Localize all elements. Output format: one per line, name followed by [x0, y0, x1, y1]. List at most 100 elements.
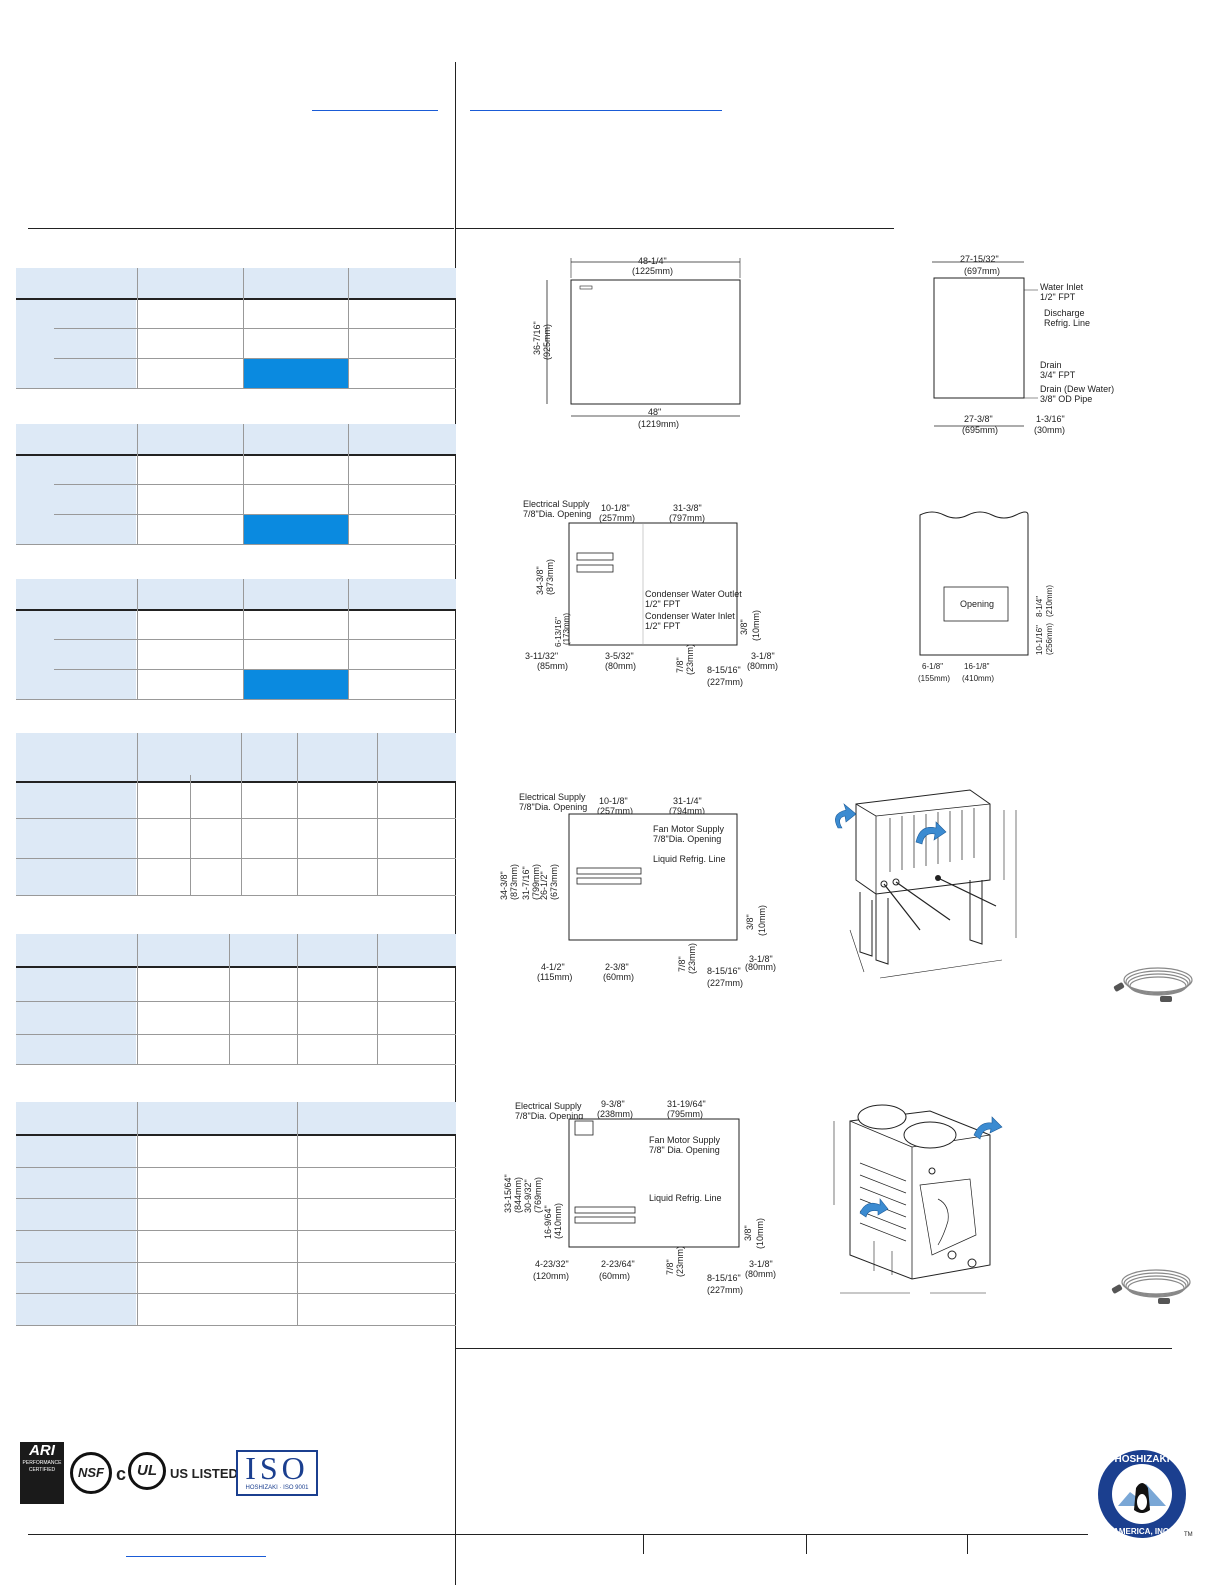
remote1-d2: 31-1/4" — [673, 796, 702, 806]
remote2-fan-opening: 7/8" Dia. Opening — [649, 1145, 720, 1155]
water-h1-mm: (873mm) — [545, 559, 555, 595]
col-rule — [137, 733, 138, 895]
water-outlet-size: 1/2" FPT — [645, 599, 681, 609]
remote2-h2: 30-9/32" — [523, 1179, 533, 1213]
seal-hoshizaki-text: HOSHIZAKI — [1115, 1454, 1170, 1465]
link-underline-right[interactable] — [470, 110, 722, 111]
col-rule — [348, 268, 349, 388]
opening-h2-mm: (256mm) — [1045, 623, 1054, 655]
water-d1-mm: (257mm) — [599, 513, 635, 523]
highlight-cell — [244, 670, 348, 699]
row-label — [16, 783, 136, 895]
row-rule — [54, 639, 456, 640]
water-h2: 6-13/16" — [554, 617, 563, 647]
row-group-label — [16, 611, 54, 699]
link-underline-left[interactable] — [312, 110, 438, 111]
remote2-d1: 9-3/8" — [601, 1099, 625, 1109]
remote2-h2-mm: (769mm) — [533, 1177, 543, 1213]
side-label-dew-drain: Drain (Dew Water) — [1040, 384, 1114, 394]
opening-h2: 10-1/16" — [1035, 625, 1044, 655]
row-label — [54, 456, 136, 544]
remote-condenser-iso-2 — [833, 1104, 1003, 1294]
col-rule — [137, 934, 138, 1064]
side-view-drawing: 27-15/32" (697mm) Water Inlet 1/2" FPT D… — [932, 254, 1114, 435]
col-rule — [243, 579, 244, 699]
water-b2-mm: (80mm) — [605, 661, 636, 671]
col-rule — [297, 1102, 298, 1325]
row-rule — [54, 669, 456, 670]
side-width-bottom: 27-3/8" — [964, 414, 993, 424]
left-header-rule — [28, 228, 454, 229]
side-offset-mm: (30mm) — [1034, 425, 1065, 435]
remote2-b1-mm: (120mm) — [533, 1271, 569, 1281]
col-rule — [377, 733, 378, 895]
row-rule — [16, 1262, 456, 1263]
row-label — [54, 611, 136, 699]
remote1-liq-label: Liquid Refrig. Line — [653, 854, 726, 864]
col-rule — [348, 579, 349, 699]
remote1-r1: 3/8" — [745, 914, 755, 930]
opening-h1-mm: (210mm) — [1045, 585, 1054, 617]
water-d2: 31-3/8" — [673, 503, 702, 513]
iso-sub-text: HOSHIZAKI · ISO 9001 — [245, 1485, 309, 1491]
ari-certified-logo: ARI PERFORMANCE CERTIFIED — [20, 1442, 64, 1504]
col-rule — [137, 424, 138, 544]
footer-divider-3 — [967, 1534, 968, 1554]
iso-9001-logo: ISO HOSHIZAKI · ISO 9001 — [236, 1450, 318, 1496]
front-width-bottom-mm: (1219mm) — [638, 419, 679, 429]
row-label — [16, 968, 136, 1064]
col-rule — [243, 268, 244, 388]
opening-h1: 8-1/4" — [1035, 596, 1044, 617]
remote2-b5-mm: (80mm) — [745, 1269, 776, 1279]
side-label-refrig-line: Refrig. Line — [1044, 318, 1090, 328]
table-header — [16, 934, 456, 968]
side-label-od-pipe: 3/8" OD Pipe — [1040, 394, 1092, 404]
footer-divider-1 — [643, 1534, 644, 1554]
remote1-b5-mm: (80mm) — [745, 962, 776, 972]
water-h2-mm: (173mm) — [562, 613, 571, 645]
remote2-b2-mm: (60mm) — [599, 1271, 630, 1281]
water-b1: 3-11/32" — [525, 651, 558, 661]
remote2-b5: 3-1/8" — [749, 1259, 773, 1269]
row-group-label — [16, 456, 54, 544]
remote-rear-drawing-1: Electrical Supply 7/8"Dia. Opening 10-1/… — [499, 792, 776, 988]
side-label-water-inlet: Water Inlet — [1040, 282, 1084, 292]
row-rule — [16, 1293, 456, 1294]
remote1-elec-label: Electrical Supply — [519, 792, 586, 802]
water-b5-mm: (80mm) — [747, 661, 778, 671]
water-b5: 3-1/8" — [751, 651, 775, 661]
highlight-cell — [244, 515, 348, 544]
row-rule — [16, 858, 456, 859]
col-rule — [137, 268, 138, 388]
remote2-r1: 3/8" — [743, 1225, 753, 1241]
remote1-r1-mm: (10mm) — [757, 905, 767, 936]
col-rule — [229, 934, 230, 1064]
line-set-coil-icon — [1113, 967, 1193, 1002]
ul-us-listed-text: US LISTED — [170, 1466, 238, 1481]
side-label-discharge: Discharge — [1044, 308, 1085, 318]
water-inlet-size: 1/2" FPT — [645, 621, 681, 631]
side-label-drain: Drain — [1040, 360, 1062, 370]
footer-link-underline[interactable] — [126, 1556, 266, 1557]
remote1-b4: 8-15/16" — [707, 966, 741, 976]
opening-w2-mm: (410mm) — [962, 674, 994, 683]
remote1-b3-mm: (23mm) — [687, 943, 697, 974]
remote1-d2-mm: (794mm) — [669, 806, 705, 816]
remote2-b2: 2-23/64" — [601, 1259, 635, 1269]
col-rule — [137, 579, 138, 699]
remote1-h1: 34-3/8" — [499, 871, 509, 900]
remote2-h1-mm: (844mm) — [513, 1177, 523, 1213]
remote2-b4-mm: (227mm) — [707, 1285, 743, 1295]
remote1-b3: 7/8" — [677, 956, 687, 972]
remote1-fan-label: Fan Motor Supply — [653, 824, 725, 834]
opening-label: Opening — [960, 599, 994, 609]
row-label — [54, 300, 136, 388]
front-height: 36-7/16" — [532, 321, 542, 355]
remote-condenser-iso-1 — [835, 789, 1017, 979]
col-rule — [190, 775, 191, 895]
row-rule — [54, 358, 456, 359]
front-width-bottom: 48" — [648, 407, 661, 417]
side-width-bottom-mm: (695mm) — [962, 425, 998, 435]
opening-drawing: Opening 8-1/4" (210mm) 10-1/16" (256mm) … — [918, 511, 1054, 683]
table-header — [16, 579, 456, 611]
